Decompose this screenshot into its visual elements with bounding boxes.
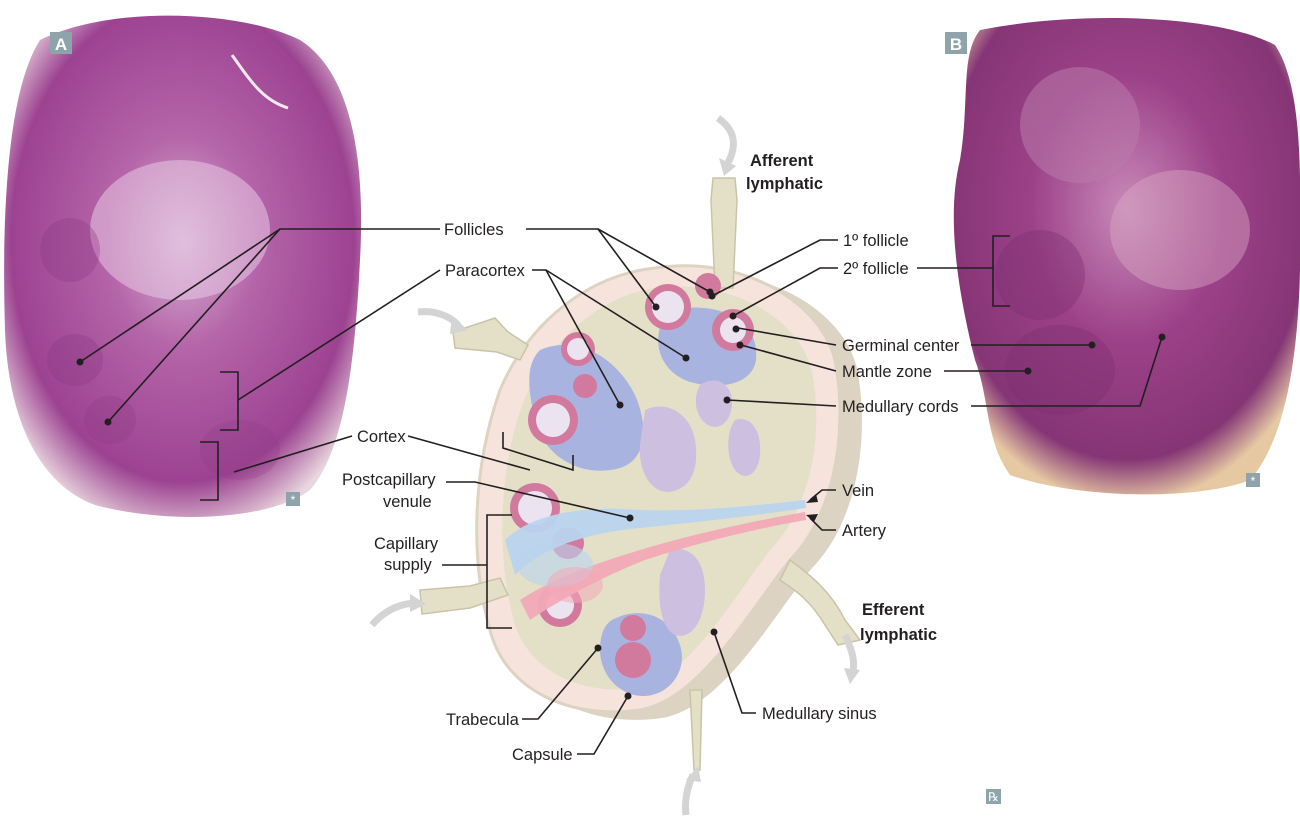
label-capillary-line2: supply [384, 556, 432, 574]
label-vein: Vein [842, 482, 874, 500]
label-afferent-line2: lymphatic [746, 175, 823, 193]
panel-a-letter: A [55, 35, 67, 54]
footer-mark: ℞ [988, 790, 999, 804]
follicle-left-2 [573, 374, 597, 398]
efferent-lymphatic-vessel [780, 560, 860, 645]
label-medullary-cords: Medullary cords [842, 398, 958, 416]
label-postcapillary-line2: venule [383, 493, 432, 511]
label-secondary-follicle: 2º follicle [843, 260, 909, 278]
label-capillary-line1: Capillary [374, 535, 439, 553]
afferent-lymphatic-left [453, 318, 528, 360]
label-artery: Artery [842, 522, 887, 540]
label-capsule: Capsule [512, 746, 573, 764]
panel-a-histology: A * [4, 16, 361, 517]
panel-b-histology: B * [945, 18, 1300, 494]
panel-b-letter: B [950, 35, 962, 54]
panel-b-mark: * [1251, 474, 1256, 488]
label-mantle-zone: Mantle zone [842, 363, 932, 381]
label-primary-follicle: 1º follicle [843, 232, 909, 250]
follicle-bottom-2 [615, 642, 651, 678]
label-germinal-center: Germinal center [842, 337, 960, 355]
label-medullary-sinus: Medullary sinus [762, 705, 877, 723]
label-cortex: Cortex [357, 428, 406, 446]
label-efferent-line1: Efferent [862, 601, 925, 619]
label-paracortex: Paracortex [445, 262, 526, 280]
panel-a-mark: * [291, 493, 296, 507]
follicle-bottom-1 [620, 615, 646, 641]
afferent-lymphatic-bottom [690, 690, 702, 770]
label-afferent-line1: Afferent [750, 152, 814, 170]
afferent-lymphatic-vessel [711, 178, 737, 288]
label-efferent-line2: lymphatic [860, 626, 937, 644]
label-follicles: Follicles [444, 221, 504, 239]
label-postcapillary-line1: Postcapillary [342, 471, 436, 489]
label-trabecula: Trabecula [446, 711, 520, 729]
